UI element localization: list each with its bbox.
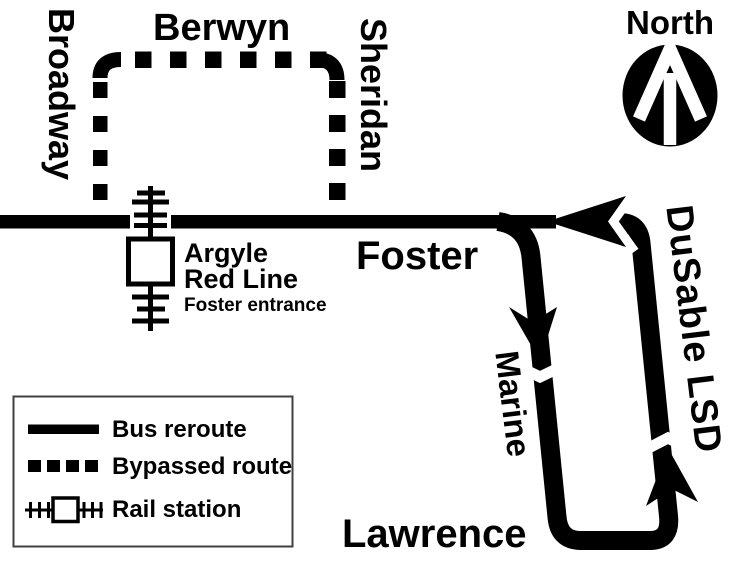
rail-line-argyle xyxy=(126,186,175,331)
legend-box xyxy=(12,395,294,548)
foster-route-line xyxy=(0,215,556,229)
foster-west-arrow-icon xyxy=(547,196,626,247)
legend-label-bypassed-route: Bypassed route xyxy=(112,453,293,480)
station-entrance-note: Foster entrance xyxy=(184,295,327,316)
foster-arrow-gap xyxy=(605,187,639,256)
legend-label-bus-reroute: Bus reroute xyxy=(112,416,247,443)
street-label-foster: Foster xyxy=(356,234,479,278)
street-label-broadway: Broadway xyxy=(41,8,82,181)
marine-arrow-gap xyxy=(508,358,572,384)
bypassed-route-dashes xyxy=(92,51,346,200)
reroute-loop-line xyxy=(496,212,679,550)
legend-label-rail-station: Rail station xyxy=(112,496,242,523)
street-label-sheridan: Sheridan xyxy=(353,18,394,173)
station-line-name: Red Line xyxy=(184,264,299,294)
legend-solid-line-swatch xyxy=(28,424,99,434)
marine-south-arrow-icon xyxy=(509,307,557,361)
street-label-lawrence: Lawrence xyxy=(342,512,527,556)
dusable-arrow-gap xyxy=(638,431,698,457)
north-arrow-icon xyxy=(622,32,718,147)
street-label-berwyn: Berwyn xyxy=(153,7,291,49)
legend-rail-station-swatch xyxy=(25,496,103,524)
dusable-north-arrow-icon xyxy=(646,448,698,506)
bypassed-corner-west xyxy=(92,52,122,79)
compass-label: North xyxy=(626,4,714,41)
argyle-station-square xyxy=(126,236,175,287)
station-name: Argyle xyxy=(184,238,269,268)
legend-dashed-swatch xyxy=(28,460,98,472)
